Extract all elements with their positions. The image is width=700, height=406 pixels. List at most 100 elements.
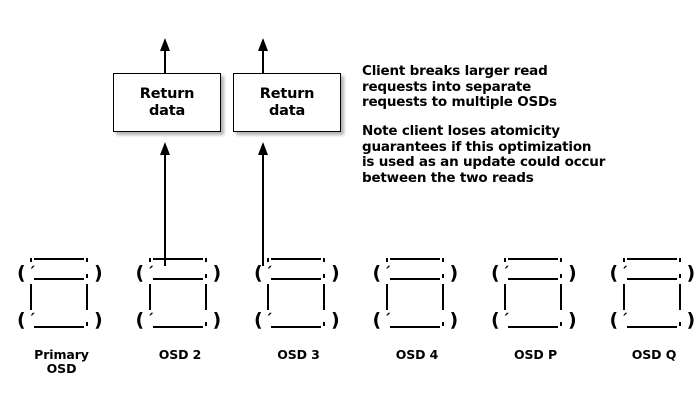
database-cylinder-icon: ()´()´ bbox=[251, 256, 346, 344]
arrow-return-data-2-to-client bbox=[258, 38, 268, 74]
cylinder-top-right-tick bbox=[678, 258, 681, 262]
cylinder-top-right-arc: ) bbox=[686, 262, 696, 284]
cylinder-bottom-right-arc: ) bbox=[94, 309, 103, 331]
cylinder-top-inner-edge bbox=[508, 278, 558, 280]
cylinder-top-inner-mark: ´ bbox=[383, 264, 392, 282]
osd-cylinder-osd-4: ()´()´OSD 4 bbox=[370, 256, 465, 362]
cylinder-bottom-edge bbox=[626, 326, 677, 328]
cylinder-bottom-inner-mark: ´ bbox=[146, 311, 155, 329]
arrow-return-data-1-to-client bbox=[160, 38, 170, 74]
cylinder-top-inner-edge bbox=[389, 278, 440, 280]
cylinder-right-wall bbox=[86, 284, 88, 310]
cylinder-left-wall bbox=[385, 284, 388, 310]
cylinder-top-edge bbox=[626, 258, 677, 260]
cylinder-right-wall bbox=[678, 284, 681, 310]
cylinder-top-left-tick bbox=[148, 258, 151, 262]
osd-cylinder-osd-3: ()´()´OSD 3 bbox=[251, 256, 346, 362]
cylinder-top-inner-mark: ´ bbox=[28, 264, 36, 282]
cylinder-top-left-arc: ( bbox=[135, 262, 145, 284]
cylinder-top-edge bbox=[271, 258, 321, 260]
cylinder-top-inner-tick bbox=[678, 274, 681, 278]
cylinder-bottom-right-tick bbox=[204, 322, 207, 326]
arrow-shaft bbox=[164, 154, 166, 266]
osd-cylinder-osd-2: ()´()´OSD 2 bbox=[133, 256, 228, 362]
cylinder-bottom-edge bbox=[508, 326, 558, 328]
osd-row: ()´()´Primary OSD()´()´OSD 2()´()´OSD 3(… bbox=[14, 256, 695, 396]
cylinder-bottom-left-arc: ( bbox=[254, 309, 263, 331]
cylinder-top-inner-mark: ´ bbox=[265, 264, 273, 282]
cylinder-top-right-arc: ) bbox=[331, 262, 340, 284]
cylinder-left-wall bbox=[267, 284, 269, 310]
osd-cylinder-osd-q: ()´()´OSD Q bbox=[607, 256, 700, 362]
database-cylinder-icon: ()´()´ bbox=[607, 256, 700, 344]
cylinder-top-inner-mark: ´ bbox=[146, 264, 155, 282]
cylinder-top-inner-tick bbox=[441, 274, 444, 278]
annotation-client-breaks-reads: Client breaks larger read requests into … bbox=[362, 63, 557, 110]
osd-label-osd-2: OSD 2 bbox=[158, 347, 202, 362]
cylinder-top-right-tick bbox=[560, 258, 562, 262]
cylinder-bottom-right-tick bbox=[560, 322, 562, 326]
cylinder-top-right-tick bbox=[323, 258, 325, 262]
database-cylinder-icon: ()´()´ bbox=[370, 256, 465, 344]
cylinder-bottom-inner-mark: ´ bbox=[383, 311, 392, 329]
arrowhead-icon bbox=[160, 38, 170, 51]
cylinder-bottom-edge bbox=[152, 326, 203, 328]
cylinder-top-left-tick bbox=[385, 258, 388, 262]
cylinder-bottom-left-arc: ( bbox=[491, 309, 500, 331]
osd-cylinder-osd-primary: ()´()´Primary OSD bbox=[14, 256, 109, 376]
cylinder-bottom-edge bbox=[271, 326, 321, 328]
cylinder-left-wall bbox=[504, 284, 506, 310]
cylinder-bottom-right-tick bbox=[86, 322, 88, 326]
cylinder-right-wall bbox=[323, 284, 325, 310]
cylinder-top-edge bbox=[152, 258, 203, 260]
cylinder-bottom-right-arc: ) bbox=[212, 309, 222, 331]
osd-cylinder-osd-p: ()´()´OSD P bbox=[488, 256, 583, 362]
osd-label-osd-p: OSD P bbox=[513, 347, 558, 362]
cylinder-top-edge bbox=[389, 258, 440, 260]
cylinder-top-left-arc: ( bbox=[372, 262, 382, 284]
cylinder-bottom-left-arc: ( bbox=[135, 309, 145, 331]
arrow-shaft bbox=[262, 154, 264, 266]
arrow-shaft bbox=[164, 49, 166, 74]
cylinder-right-wall bbox=[441, 284, 444, 310]
cylinder-bottom-right-arc: ) bbox=[449, 309, 459, 331]
return-data-box-1-label: Return data bbox=[139, 86, 195, 119]
cylinder-top-right-arc: ) bbox=[212, 262, 222, 284]
cylinder-top-inner-tick bbox=[86, 274, 88, 278]
cylinder-top-right-tick bbox=[441, 258, 444, 262]
return-data-box-2-label: Return data bbox=[259, 86, 315, 119]
cylinder-bottom-right-arc: ) bbox=[686, 309, 696, 331]
cylinder-bottom-edge bbox=[389, 326, 440, 328]
cylinder-right-wall bbox=[204, 284, 207, 310]
cylinder-bottom-right-tick bbox=[678, 322, 681, 326]
cylinder-right-wall bbox=[560, 284, 562, 310]
cylinder-top-left-tick bbox=[30, 258, 32, 262]
cylinder-top-inner-mark: ´ bbox=[502, 264, 510, 282]
cylinder-bottom-left-arc: ( bbox=[17, 309, 26, 331]
osd-label-osd-4: OSD 4 bbox=[395, 347, 439, 362]
cylinder-bottom-left-arc: ( bbox=[372, 309, 382, 331]
database-cylinder-icon: ()´()´ bbox=[14, 256, 109, 344]
cylinder-top-right-tick bbox=[204, 258, 207, 262]
arrow-osd3-to-return-data-2 bbox=[258, 142, 268, 266]
cylinder-bottom-right-arc: ) bbox=[568, 309, 577, 331]
cylinder-bottom-inner-mark: ´ bbox=[265, 311, 273, 329]
cylinder-top-inner-edge bbox=[626, 278, 677, 280]
arrow-shaft bbox=[262, 49, 264, 74]
cylinder-top-inner-tick bbox=[323, 274, 325, 278]
database-cylinder-icon: ()´()´ bbox=[133, 256, 228, 344]
database-cylinder-icon: ()´()´ bbox=[488, 256, 583, 344]
cylinder-top-left-arc: ( bbox=[491, 262, 500, 284]
osd-label-osd-q: OSD Q bbox=[631, 347, 677, 362]
cylinder-top-inner-mark: ´ bbox=[620, 264, 629, 282]
cylinder-top-edge bbox=[508, 258, 558, 260]
cylinder-left-wall bbox=[622, 284, 625, 310]
cylinder-bottom-left-arc: ( bbox=[609, 309, 619, 331]
cylinder-bottom-edge bbox=[34, 326, 84, 328]
cylinder-bottom-right-tick bbox=[323, 322, 325, 326]
cylinder-top-right-tick bbox=[86, 258, 88, 262]
osd-label-osd-primary: Primary OSD bbox=[34, 347, 89, 376]
cylinder-bottom-right-tick bbox=[441, 322, 444, 326]
cylinder-top-inner-tick bbox=[204, 274, 207, 278]
cylinder-top-right-arc: ) bbox=[449, 262, 459, 284]
